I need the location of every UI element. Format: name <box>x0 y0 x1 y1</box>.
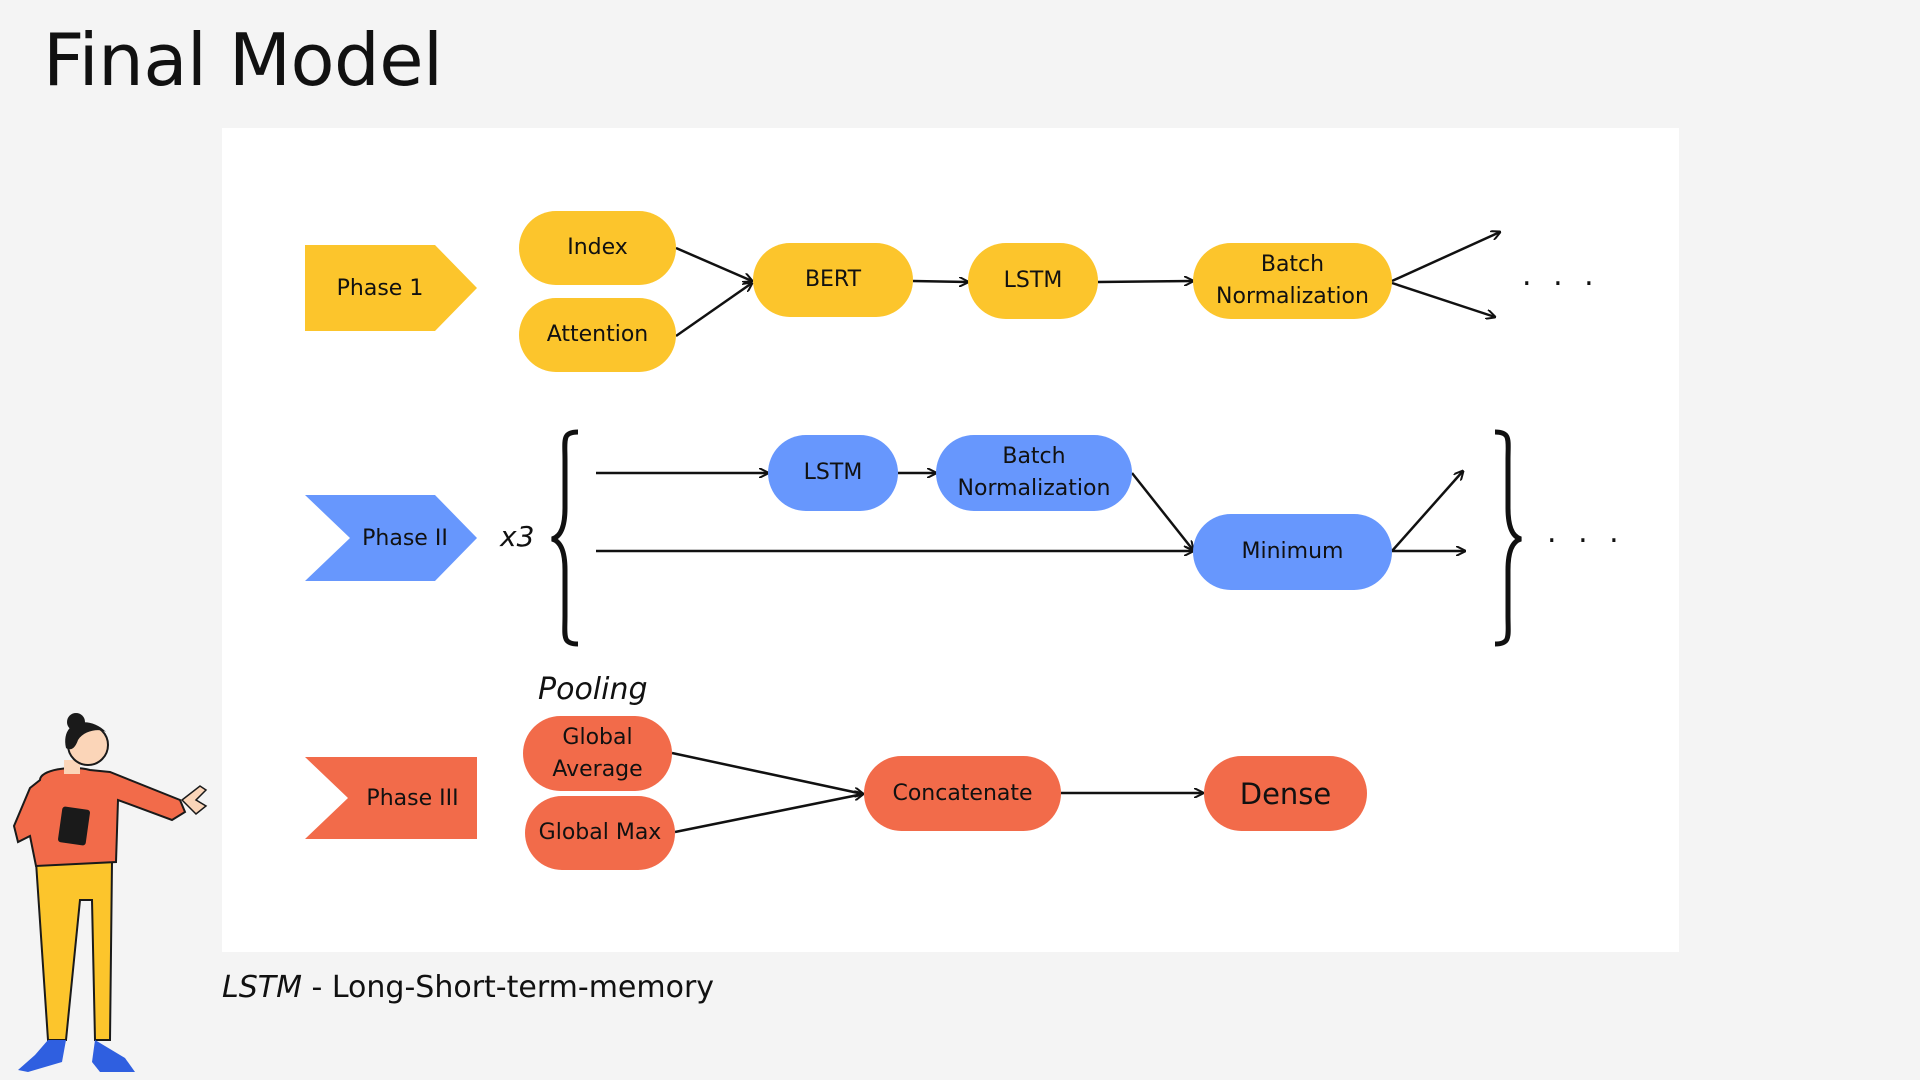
phase3-concatenate-node: Concatenate <box>864 756 1061 831</box>
phase2-lstm-node: LSTM <box>768 435 898 511</box>
abbreviation-footnote: LSTM - Long-Short-term-memory <box>222 970 714 1005</box>
right-brace <box>1494 429 1522 647</box>
phase1-lstm-node: LSTM <box>968 243 1098 319</box>
phase3-global-average-node: Global Average <box>523 716 672 791</box>
arrow-average-concatenate <box>671 751 863 794</box>
arrow-attention-bert <box>675 283 752 338</box>
phase1-batch-normalization-node: Batch Normalization <box>1193 243 1392 319</box>
phase3-global-max-node: Global Max <box>525 796 675 870</box>
arrow-max-concatenate <box>674 794 863 834</box>
phase2-chevron <box>305 495 477 581</box>
phase3-dense-node: Dense <box>1204 756 1367 831</box>
slide-title: Final Model <box>43 18 443 102</box>
presenter-illustration <box>12 713 208 1072</box>
phase2-continuation: . . . <box>1547 515 1625 550</box>
phase3-label: Phase III <box>366 785 459 811</box>
footnote-definition: - Long-Short-term-memory <box>301 970 715 1005</box>
phase1-label: Phase 1 <box>336 275 424 301</box>
phase1-attention-node: Attention <box>519 298 676 372</box>
arrow-bert-lstm <box>912 281 968 282</box>
phase1-continuation: . . . <box>1522 258 1600 293</box>
phase1-bert-node: BERT <box>753 243 913 317</box>
pooling-label: Pooling <box>538 672 648 707</box>
phase3-chevron <box>305 757 477 839</box>
arrow-batchnorm-minimum <box>1131 472 1193 550</box>
arrow-minimum-out-up <box>1391 471 1463 552</box>
phase2-batch-normalization-node: Batch Normalization <box>936 435 1132 511</box>
arrow-batchnorm-out-up <box>1391 232 1500 283</box>
phase2-minimum-node: Minimum <box>1193 514 1392 590</box>
arrow-lstm-batchnorm <box>1097 281 1193 282</box>
repeat-count: x3 <box>500 520 535 553</box>
phase2-label: Phase II <box>362 525 448 551</box>
left-brace <box>551 429 579 647</box>
phase1-index-node: Index <box>519 211 676 285</box>
phase1-chevron <box>305 245 477 331</box>
arrow-batchnorm-out-down <box>1391 281 1495 317</box>
arrow-index-bert <box>675 246 752 281</box>
footnote-abbreviation: LSTM <box>222 970 302 1005</box>
